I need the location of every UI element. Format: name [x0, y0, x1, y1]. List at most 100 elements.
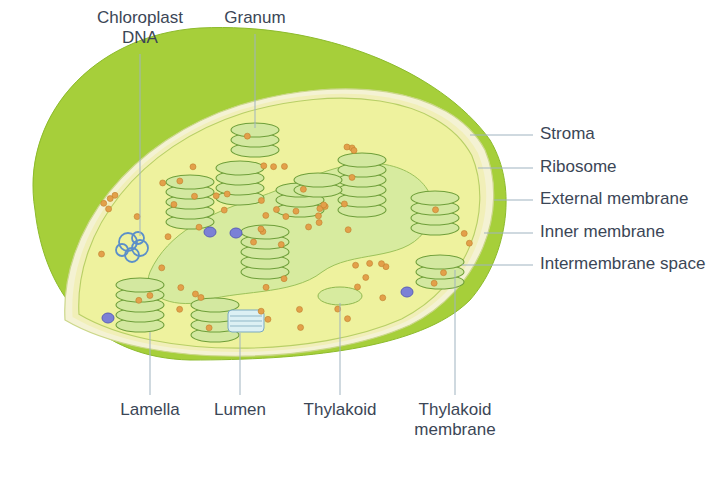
- ribosome-dot: [107, 196, 113, 202]
- plastoglobule: [401, 287, 413, 297]
- ribosome-dot: [258, 308, 264, 314]
- ribosome-dot: [196, 224, 202, 230]
- ribosome-dot: [354, 284, 360, 290]
- leader-line: [478, 168, 533, 169]
- ribosome-dot: [367, 260, 373, 266]
- ribosome-dot: [263, 212, 269, 218]
- part-label: Granum: [210, 8, 300, 28]
- leader-line: [470, 135, 533, 136]
- part-label: Ribosome: [540, 157, 715, 177]
- ribosome-dot: [177, 306, 183, 312]
- ribosome-dot: [263, 284, 269, 290]
- granum-stack: [411, 191, 459, 235]
- part-label: External membrane: [540, 189, 715, 209]
- leader-line: [255, 34, 256, 128]
- granum-stack: [241, 225, 289, 279]
- ribosome-dot: [296, 306, 302, 312]
- ribosome-dot: [206, 325, 212, 331]
- ribosome-dot: [134, 214, 140, 220]
- chloroplast-dna: [116, 232, 148, 262]
- ribosome-dot: [165, 234, 171, 240]
- plastoglobule: [230, 228, 242, 238]
- leader-lines: [140, 34, 533, 395]
- plastoglobule: [204, 227, 216, 237]
- part-label: Lumen: [195, 400, 285, 420]
- ribosome-dot: [159, 265, 165, 271]
- inner-membrane: [79, 98, 480, 348]
- thylakoid-network: [148, 163, 433, 303]
- thylakoid-disc: [166, 175, 214, 189]
- thylakoid-disc: [411, 191, 459, 205]
- part-label: Lamella: [100, 400, 200, 420]
- ribosome-dot: [345, 316, 351, 322]
- ribosome-dot: [380, 295, 386, 301]
- granum-stack: [231, 123, 279, 157]
- ribosome-dot: [431, 280, 437, 286]
- dna-loop: [132, 232, 144, 244]
- ribosome-dot: [353, 262, 359, 268]
- ribosome-dot: [258, 198, 264, 204]
- ribosome-dot: [101, 200, 107, 206]
- ribosome-dot: [224, 191, 230, 197]
- dna-loop: [116, 244, 128, 256]
- ribosome-dot: [191, 193, 197, 199]
- leader-line: [140, 54, 141, 236]
- ribosome-dot: [271, 164, 277, 170]
- ribosome-dot: [258, 226, 264, 232]
- ribosome-dot: [213, 193, 219, 199]
- thylakoid-disc: [116, 278, 164, 292]
- ribosome-dot: [281, 163, 287, 169]
- granum-stack: [338, 153, 386, 217]
- ribosome-dot: [198, 295, 204, 301]
- ribosome-dot: [177, 178, 183, 184]
- ribosome-dot: [316, 220, 322, 226]
- ribosome-dot: [261, 163, 267, 169]
- ribosome-dot: [106, 206, 112, 212]
- part-label: Inner membrane: [540, 222, 715, 242]
- lumen-line: [230, 326, 262, 327]
- ribosome-dot: [321, 202, 327, 208]
- leader-line: [150, 332, 151, 395]
- leader-line: [240, 333, 241, 395]
- leader-line: [455, 270, 456, 395]
- granum-stack: [294, 173, 342, 197]
- part-label: Intermembrane space: [540, 254, 715, 274]
- ribosome-dot: [363, 274, 369, 280]
- ribosome-dot: [171, 201, 177, 207]
- ribosome-dot: [341, 201, 347, 207]
- ribosome-dot: [281, 276, 287, 282]
- lumen-line: [230, 321, 262, 322]
- ribosome-dot: [433, 207, 439, 213]
- ribosome-dot: [293, 208, 299, 214]
- ribosomes: [99, 133, 473, 331]
- ribosome-dot: [147, 292, 153, 298]
- granum-stack: [166, 175, 214, 229]
- ribosome-dot: [278, 242, 284, 248]
- thylakoid-disc: [318, 287, 362, 305]
- ribosome-dot: [315, 213, 321, 219]
- ribosome-dot: [265, 316, 271, 322]
- outer-shell: [33, 27, 506, 360]
- ribosome-dot: [306, 224, 312, 230]
- intermembrane-space: [72, 94, 486, 352]
- part-label: Chloroplast DNA: [80, 8, 200, 48]
- ribosome-dot: [351, 147, 357, 153]
- thylakoid-disc: [338, 153, 386, 167]
- thylakoid-disc: [416, 255, 464, 269]
- ribosome-dot: [160, 180, 166, 186]
- ribosome-dot: [461, 230, 467, 236]
- external-membrane: [65, 89, 494, 356]
- granum-stack: [116, 278, 164, 332]
- thylakoid-disc: [216, 161, 264, 175]
- leader-line: [494, 200, 533, 201]
- ribosome-dot: [192, 291, 198, 297]
- part-label: Stroma: [540, 124, 715, 144]
- part-label: Thylakoid membrane: [400, 400, 510, 440]
- ribosome-dot: [136, 297, 142, 303]
- ribosome-dot: [221, 207, 227, 213]
- granum-stack: [416, 255, 464, 289]
- ribosome-dot: [244, 133, 250, 139]
- ribosome-dot: [300, 186, 306, 192]
- leader-line: [462, 265, 533, 266]
